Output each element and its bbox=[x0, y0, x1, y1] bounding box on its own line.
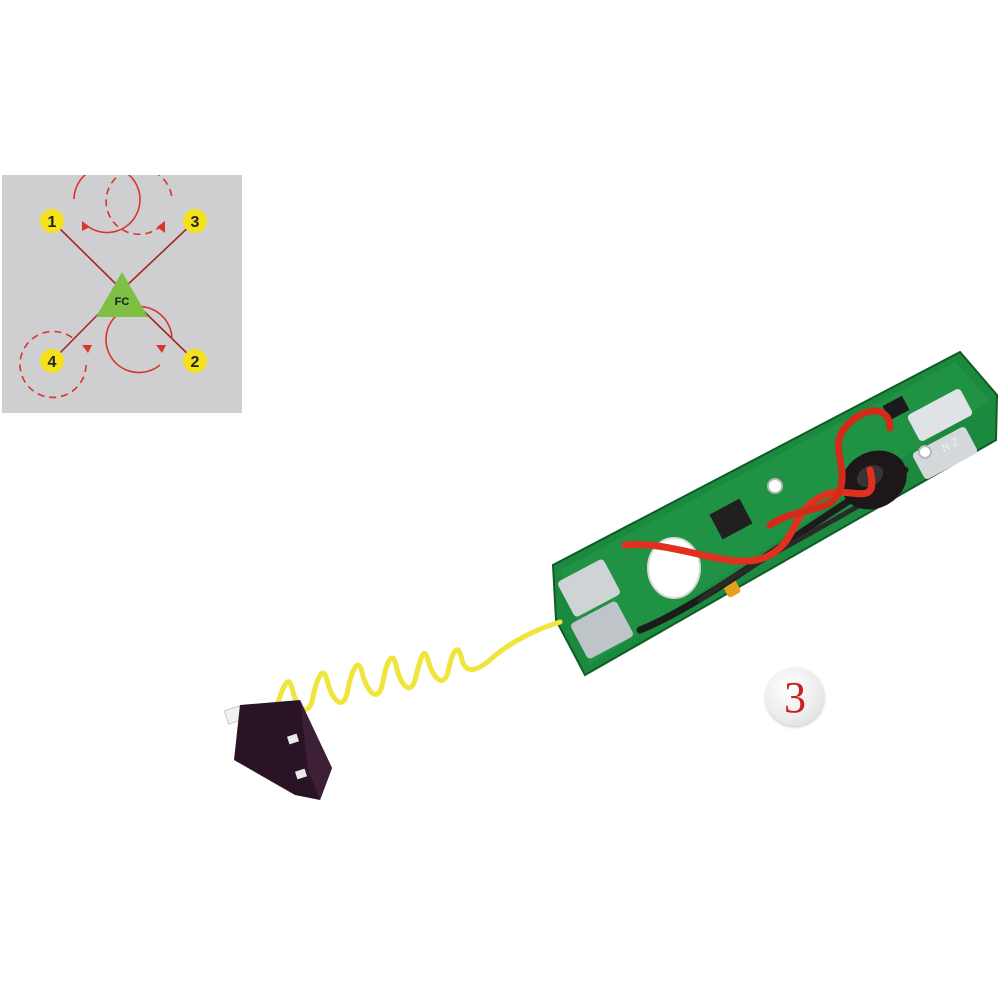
motor-4: 4 bbox=[40, 349, 64, 373]
svg-text:1: 1 bbox=[48, 214, 57, 231]
svg-text:FC: FC bbox=[115, 296, 130, 308]
rotation-arrow-2 bbox=[105, 305, 173, 374]
servo-connector bbox=[223, 700, 332, 800]
mcu-chip bbox=[709, 498, 753, 540]
motor-2: 2 bbox=[183, 349, 207, 373]
flight-controller: FC bbox=[96, 272, 148, 317]
rotation-arrow-1 bbox=[73, 175, 141, 234]
step-number-badge: 3 bbox=[766, 668, 824, 726]
svg-text:4: 4 bbox=[48, 354, 57, 371]
step-number: 3 bbox=[784, 673, 806, 722]
pcb-board: Z N bbox=[551, 350, 999, 677]
mounting-hole bbox=[767, 478, 783, 494]
motor-3: 3 bbox=[183, 209, 207, 233]
red-wire bbox=[621, 466, 876, 565]
svg-text:3: 3 bbox=[191, 214, 200, 231]
motor-rotation-diagram: 1 3 4 2 FC bbox=[2, 175, 242, 413]
motor-1: 1 bbox=[40, 209, 64, 233]
rotation-arrow-3 bbox=[105, 175, 173, 236]
solder-pad bbox=[571, 601, 633, 659]
red-wire bbox=[766, 407, 894, 529]
svg-text:2: 2 bbox=[191, 354, 200, 371]
rotation-arrow-4 bbox=[19, 330, 92, 399]
solder-pad bbox=[558, 559, 620, 617]
arm-1 bbox=[51, 220, 123, 291]
arm-3 bbox=[121, 220, 196, 291]
esc-board-photo: Z N bbox=[223, 350, 999, 800]
solder-pad bbox=[912, 427, 978, 479]
mounting-hole bbox=[918, 445, 932, 459]
solder-pad bbox=[907, 389, 973, 441]
